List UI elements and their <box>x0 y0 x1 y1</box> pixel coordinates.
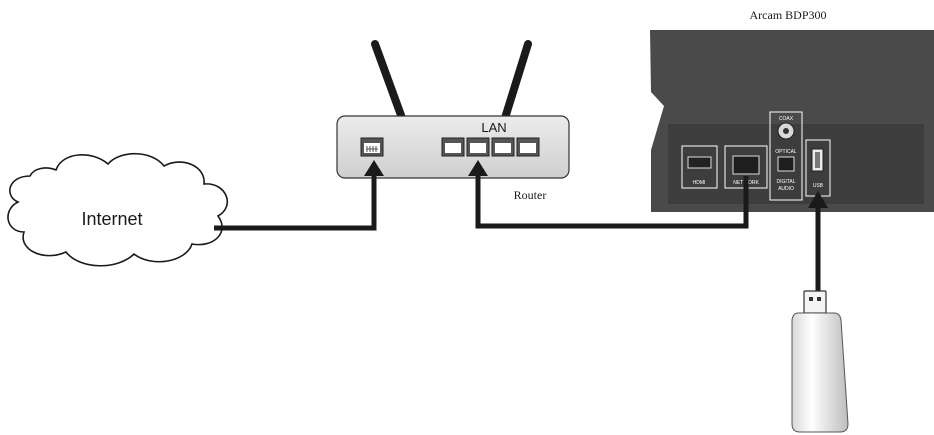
usb-cable-arrow <box>808 191 828 208</box>
arcam-device: Arcam BDP300 HDMI NETWORK COAX OPTICAL D… <box>650 8 934 212</box>
router-to-player-cable <box>475 176 749 229</box>
optical-port-label: OPTICAL <box>775 149 797 155</box>
digital-audio-label-line2: AUDIO <box>778 186 794 192</box>
router-antenna-left <box>371 40 406 122</box>
lan-cable-arrow <box>468 160 488 176</box>
digital-audio-label-line1: DIGITAL <box>776 179 795 185</box>
lan-label: LAN <box>481 120 506 135</box>
usb-stick-icon <box>791 312 849 433</box>
device-label: Arcam BDP300 <box>750 8 827 22</box>
internet-cable-arrow <box>364 160 384 176</box>
audio-ports: COAX OPTICAL DIGITAL AUDIO <box>769 111 803 201</box>
internet-label: Internet <box>81 209 142 229</box>
cloud-icon <box>7 153 229 267</box>
internet-to-router-cable <box>214 176 377 231</box>
usb-stick <box>791 290 849 433</box>
usb-port-label: USB <box>813 183 824 189</box>
cables <box>214 160 828 293</box>
internet-cloud: Internet <box>7 153 229 267</box>
router: LAN Router <box>336 40 570 202</box>
hdmi-port: HDMI <box>681 145 718 189</box>
router-lan-ports <box>441 137 540 157</box>
coax-port-label: COAX <box>779 116 794 122</box>
router-wan-port <box>360 137 384 157</box>
router-label: Router <box>514 188 547 202</box>
optical-port <box>777 156 795 172</box>
router-antenna-right <box>501 40 532 122</box>
hdmi-port-label: HDMI <box>693 180 706 186</box>
